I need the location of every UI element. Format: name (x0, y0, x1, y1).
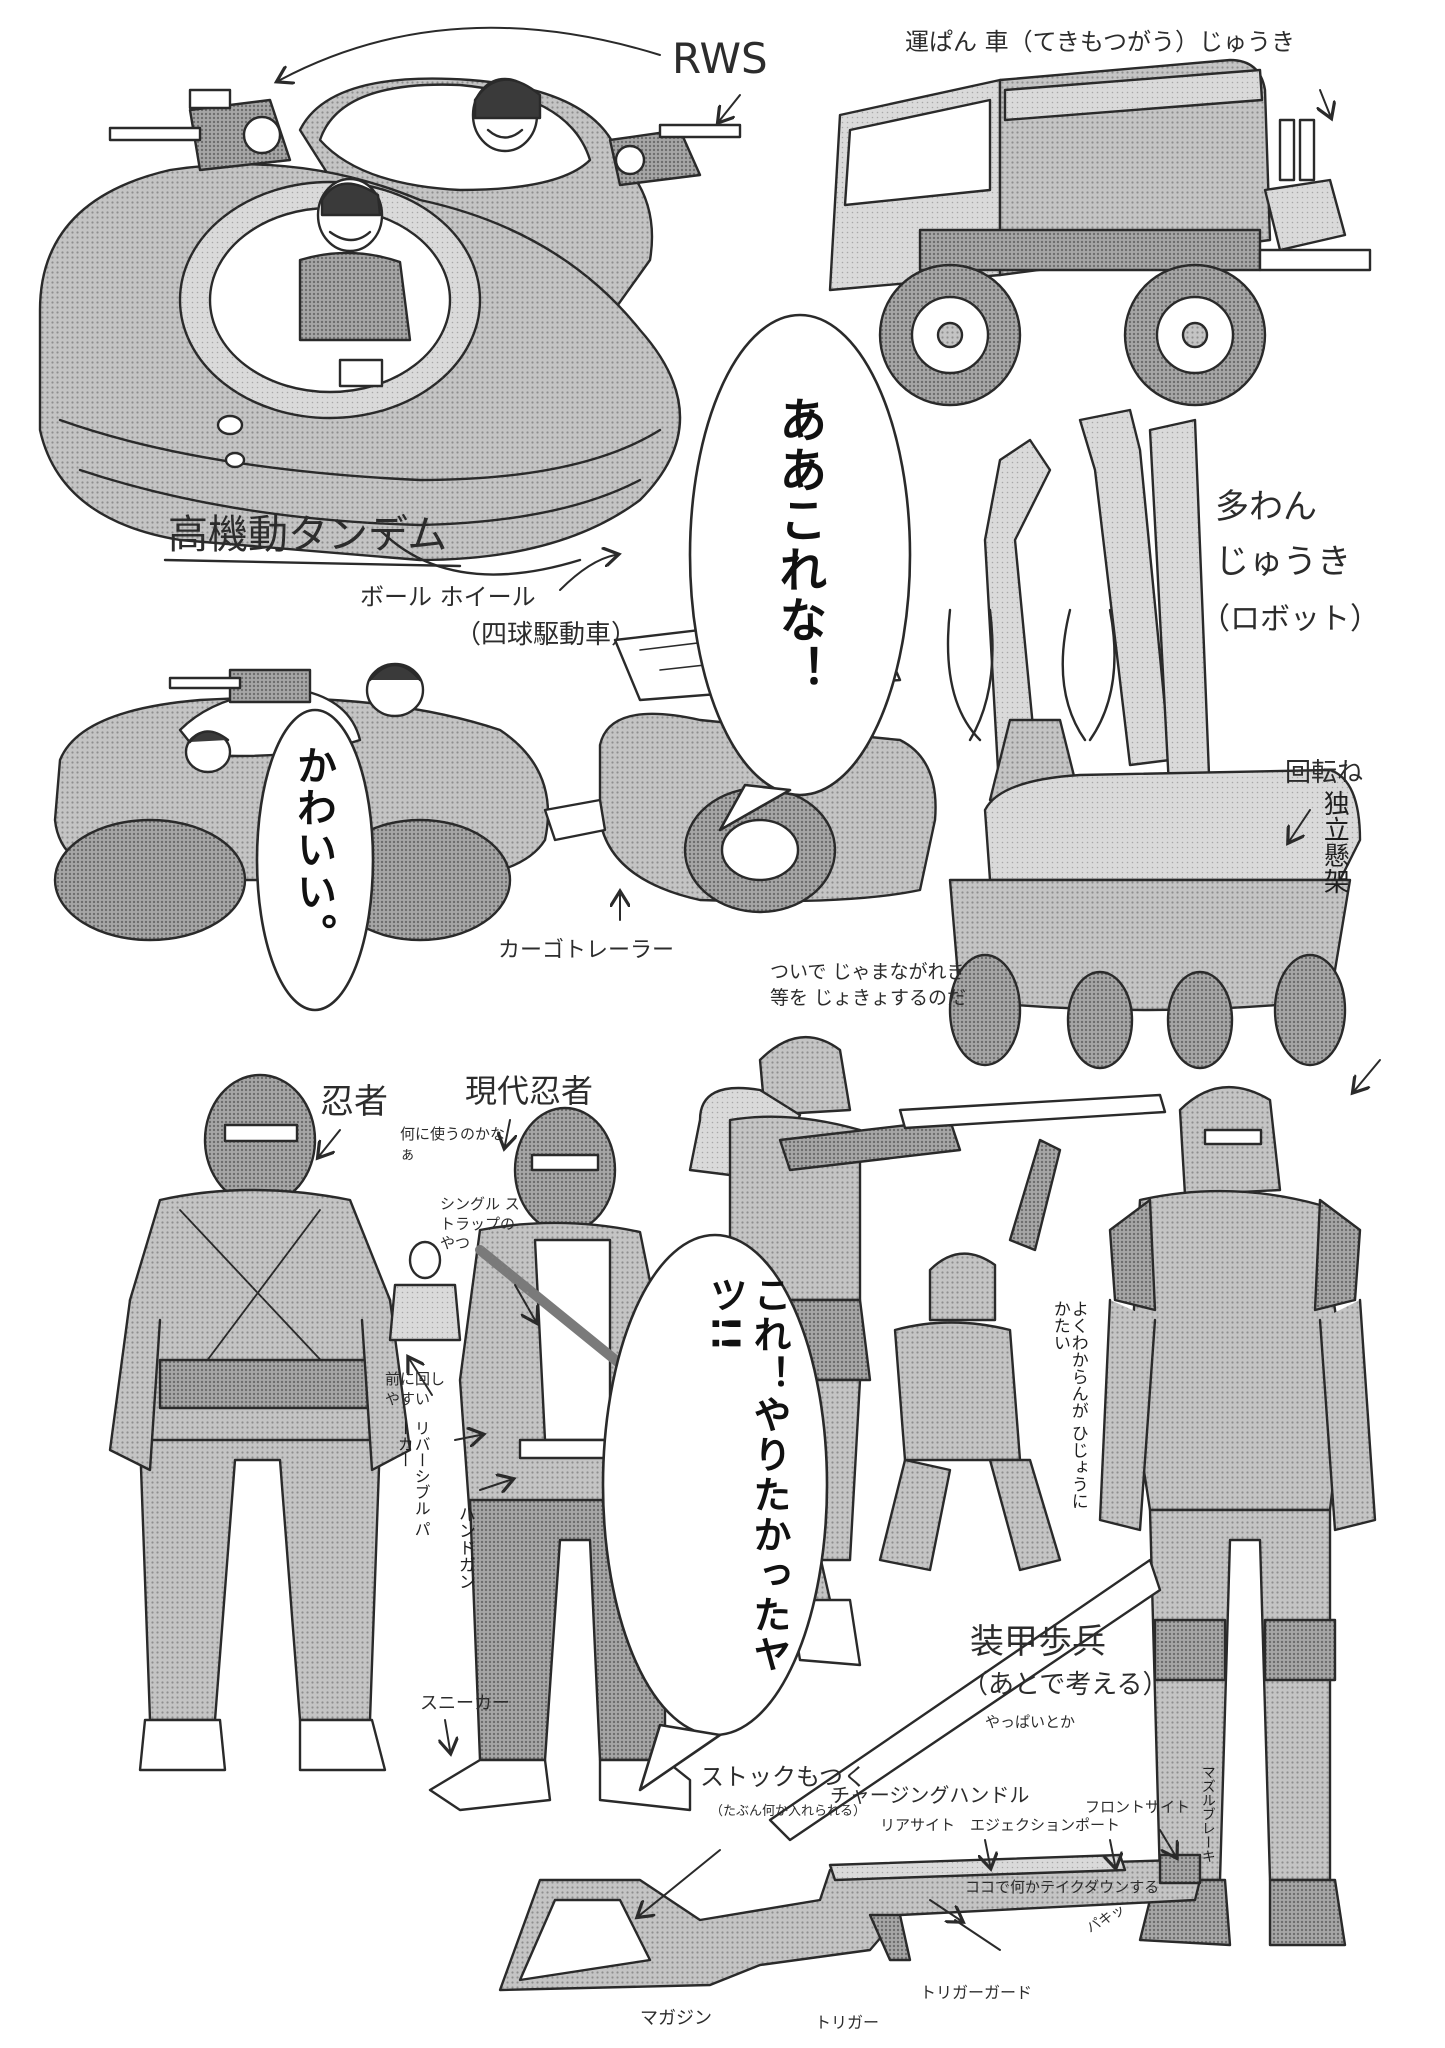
armored-soldier-running (878, 1138, 1062, 1572)
label-front-easy: 前に回し やすい (385, 1370, 446, 1408)
arrow-icon (280, 26, 1381, 1920)
label-ball-wheel: ボール ホイール (360, 583, 536, 611)
label-modern-ninja: 現代忍者 (465, 1072, 594, 1110)
label-rws: RWS (672, 34, 768, 83)
rifle-diagram (498, 1853, 1202, 1992)
label-independent-suspension: 独立懸架 (1319, 790, 1350, 894)
truck-wheel-rear (1123, 263, 1267, 407)
label-ejection-port: エジェクションポート (970, 1816, 1121, 1834)
multi-arm-robot (946, 408, 1362, 1070)
label-four-ball-drive: （四球駆動車） (455, 620, 638, 650)
label-think-later: （あとで考える） (962, 1670, 1169, 1700)
label-maybe-insert: （たぶん何か入れられる） (710, 1804, 867, 1819)
label-or-something: やっぱいとか (985, 1713, 1076, 1731)
label-stock: ストックもつく (700, 1763, 868, 1791)
label-muzzle-brake: マズルブレーキ (1199, 1765, 1216, 1863)
label-magazine: マガジン (640, 2008, 712, 2029)
label-robot: （ロボット） (1200, 602, 1380, 637)
label-what-to-use: 何に使うのかなぁ (400, 1125, 506, 1163)
label-sneaker: スニーカー (420, 1693, 510, 1714)
armored-soldier-standing (768, 1085, 1377, 1947)
label-rotate: 回転ね (1285, 758, 1364, 788)
label-handgun: ハンドガン (454, 1505, 475, 1590)
label-debris-note: ついで じゃまながれき等を じょきょするのだ (770, 961, 967, 1009)
label-tactical-note: ココで何かテイクダウンする (965, 1878, 1160, 1896)
truck-wheel-front (878, 263, 1022, 407)
label-heavy-machine: じゅうき (1215, 542, 1351, 582)
label-single-strap: シングル ストラップの やつ (440, 1195, 520, 1252)
label-trigger-guard: トリガーガード (920, 1983, 1033, 2002)
label-charging-handle: チャージングハンドル (830, 1783, 1030, 1807)
tandem-vehicle (38, 77, 742, 576)
label-hard-note: よくわからんが ひじょうにかたい (1049, 1300, 1088, 1510)
bubble-kawaii: かわいい。 (290, 745, 336, 955)
label-cargo-trailer: カーゴトレーラー (498, 938, 675, 963)
label-truck: 運ぱん 車（てきもつがう）じゅうき (905, 28, 1295, 56)
bubble-aa-korena: ああこれな！ (770, 395, 827, 695)
label-ninja: 忍者 (320, 1082, 388, 1122)
bubble-yaritakatta: これ！やりたかったヤツ!! (703, 1275, 791, 1675)
label-armored-infantry: 装甲歩兵 (970, 1622, 1106, 1662)
ninja-figure (108, 1073, 412, 1772)
label-tandem: 高機動タンデム (168, 512, 448, 558)
label-multi-arm: 多わん (1215, 487, 1317, 527)
label-front-sight: フロントサイト (1085, 1798, 1191, 1816)
label-reversible-parka: リバーシブル パーカー (394, 1420, 431, 1538)
label-rear-sight: リアサイト (880, 1816, 956, 1834)
label-trigger: トリガー (815, 2013, 880, 2032)
transport-truck (828, 58, 1372, 407)
bubble-kawaii-shape (255, 708, 375, 1012)
bubble-aa-korena-shape (688, 313, 912, 797)
